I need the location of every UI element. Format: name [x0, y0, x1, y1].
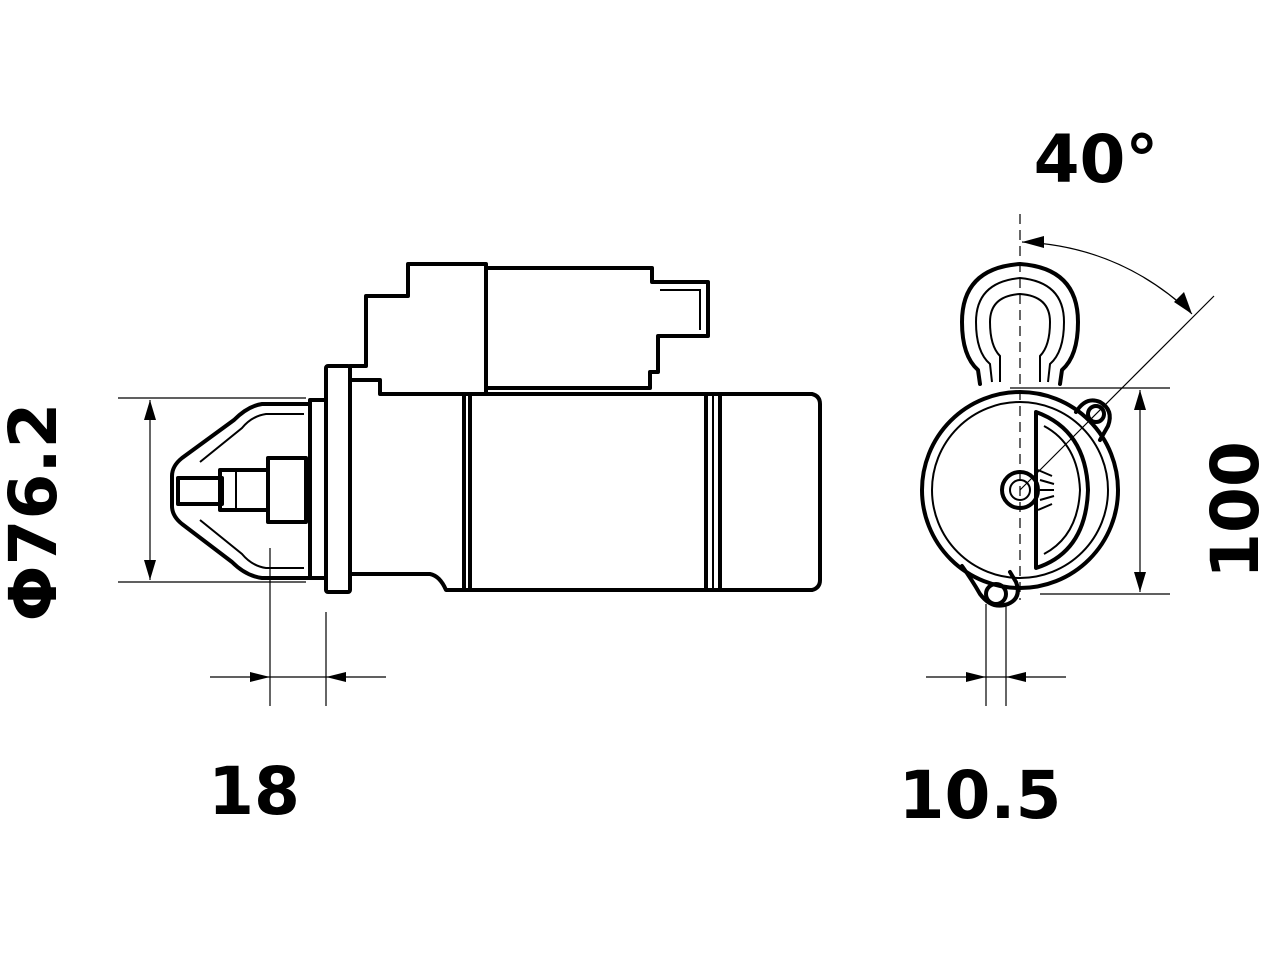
end-housing — [920, 390, 1120, 590]
height-dimension — [1010, 387, 1170, 595]
end-view — [920, 214, 1215, 706]
diameter-dimension — [118, 397, 306, 583]
height-label: 100 — [1197, 441, 1274, 579]
flange-offset-dimension — [210, 548, 386, 706]
hole-offset-dimension — [926, 604, 1066, 706]
drive-housing — [170, 364, 466, 594]
mounting-ears — [960, 398, 1112, 608]
side-view — [118, 262, 822, 706]
solenoid — [348, 262, 710, 396]
motor-body — [462, 392, 822, 592]
terminal-lug — [960, 262, 1080, 386]
angle-dimension — [1019, 236, 1215, 491]
angle-label: 40° — [1034, 121, 1159, 198]
diameter-label: Φ76.2 — [0, 403, 72, 622]
hole-offset-label: 10.5 — [899, 757, 1062, 834]
flange-offset-label: 18 — [208, 753, 300, 830]
